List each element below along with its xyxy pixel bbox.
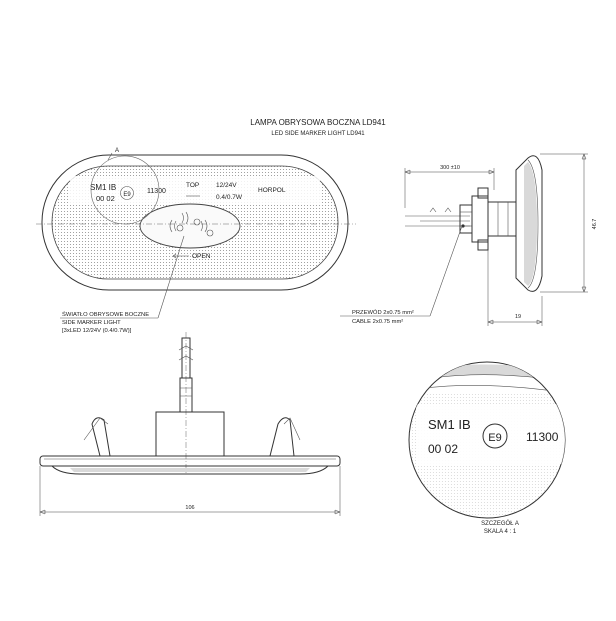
detail-approval-code: SM1 IB: [428, 417, 471, 432]
side-profile: [515, 155, 543, 292]
detail-date-code: 00 02: [428, 442, 458, 456]
led-arcs: [169, 211, 208, 233]
detail-label-line1: SZCZEGÓŁ A: [481, 520, 519, 527]
front-open-label: OPEN: [192, 253, 211, 260]
led-window: [139, 203, 241, 249]
front-e-mark: E9: [123, 192, 131, 198]
front-number: 11300: [147, 188, 166, 195]
front-view: SM1 IB 00 02 E9 11300 TOP 12/24V 0.4/0.7…: [36, 148, 356, 334]
front-callout-line2: SIDE MARKER LIGHT: [62, 320, 121, 326]
dim-width: 106: [185, 505, 194, 511]
detail-a-view: SM1 IB 00 02 E9 11300 SZCZEGÓŁ A SKALA 4…: [408, 361, 566, 535]
front-brand: HORPOL: [258, 187, 286, 194]
front-e-mark-circle: [120, 186, 134, 200]
front-callout-line1: ŚWIATŁO OBRYSOWE BOCZNE: [62, 310, 149, 318]
detail-a-circle: [90, 155, 160, 225]
side-callout-line2: CABLE 2x0.75 mm²: [352, 319, 403, 325]
side-callout-line1: PRZEWÓD 2x0.75 mm²: [352, 309, 414, 316]
detail-e-mark: E9: [488, 432, 501, 444]
detail-e-mark-circle: [482, 423, 508, 449]
front-callout-line3: [3xLED 12/24V (0.4/0.7W)]: [62, 328, 132, 334]
dim-height: 46.7: [592, 219, 598, 230]
front-approval-code: SM1 IB: [90, 183, 116, 192]
front-date-code: 00 02: [96, 194, 115, 203]
detail-number: 11300: [526, 430, 559, 444]
front-voltage: 12/24V: [216, 182, 237, 189]
dim-depth: 19: [515, 314, 521, 320]
dim-cable-length: 300 ±10: [440, 165, 460, 171]
drawing-title: LAMPA OBRYSOWA BOCZNA LD941: [250, 118, 386, 127]
front-top-label: TOP: [186, 182, 199, 189]
front-power: 0.4/0.7W: [216, 194, 243, 201]
detail-a-marker: A: [115, 148, 119, 154]
detail-label-line2: SKALA 4 : 1: [484, 529, 517, 535]
housing-outline: [41, 154, 349, 291]
side-view: 300 ±10 46.7 19 PR: [340, 153, 598, 326]
bottom-view: 106: [39, 332, 341, 516]
drawing-subtitle: LED SIDE MARKER LIGHT LD941: [271, 131, 365, 137]
